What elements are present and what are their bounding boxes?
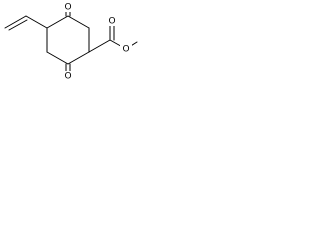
ester-carbonyl-oxygen-bg [106,16,118,26]
ester-bond-1 [88,39,111,53]
ester-carbonyl-oxygen-label: O [108,17,115,27]
ketone-bottom-oxygen-bg [62,71,74,81]
ester-ether-oxygen-label: O [122,45,129,55]
allyl-bond-2 [4,15,27,29]
allyl-double-bond-inner [8,19,28,31]
ring-bond-4 [67,51,90,65]
ring-bond-5 [46,51,69,65]
ketone-bottom-oxygen-label: O [64,72,71,82]
molecule-diagram: O O O O [0,0,140,83]
ketone-top-oxygen-label: O [64,3,71,13]
ester-ether-oxygen-bg [120,44,132,54]
ring-bond-2 [67,15,90,29]
ketone-top-oxygen-bg [62,2,74,12]
molecule-svg: O O O O [4,2,138,82]
allyl-bond-1 [25,15,48,29]
ring-bond-1 [46,15,69,29]
